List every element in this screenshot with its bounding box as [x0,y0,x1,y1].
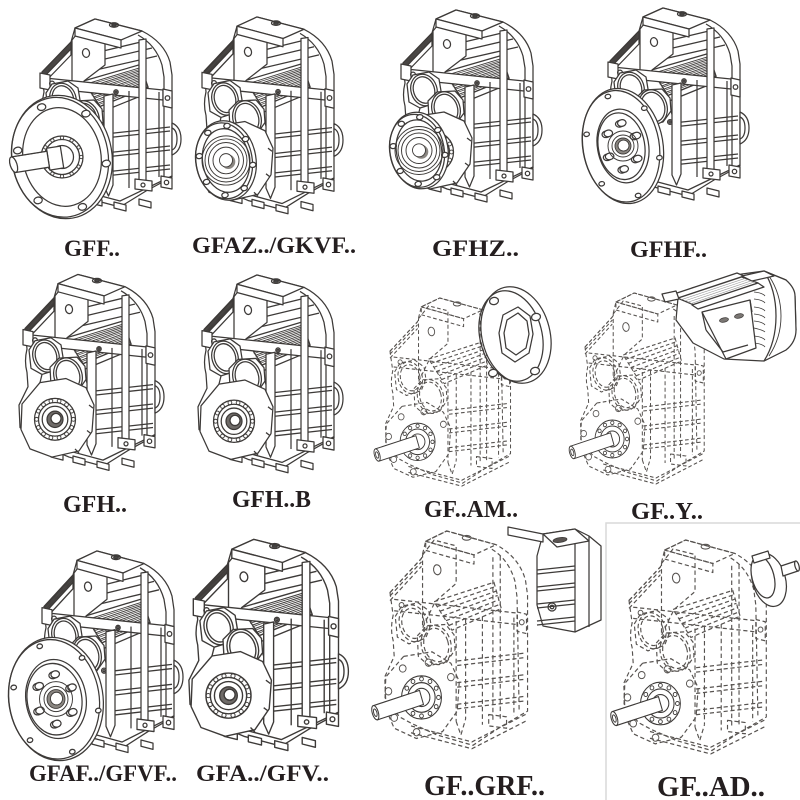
svg-text:GFA../GFV..: GFA../GFV.. [196,761,329,786]
svg-text:GF..AD..: GF..AD.. [657,771,765,800]
svg-text:GF..GRF..: GF..GRF.. [424,770,545,800]
svg-text:GFAZ../GKVF..: GFAZ../GKVF.. [192,233,356,258]
svg-text:GFAF../GFVF..: GFAF../GFVF.. [29,761,177,786]
svg-text:GFF..: GFF.. [64,236,120,261]
svg-text:GF..Y..: GF..Y.. [631,499,703,525]
svg-text:GFH..: GFH.. [63,492,127,518]
svg-text:GF..AM..: GF..AM.. [424,497,518,523]
svg-text:GFHF..: GFHF.. [630,237,707,262]
svg-text:GFH..B: GFH..B [232,487,311,513]
svg-text:GFHZ..: GFHZ.. [432,236,519,261]
